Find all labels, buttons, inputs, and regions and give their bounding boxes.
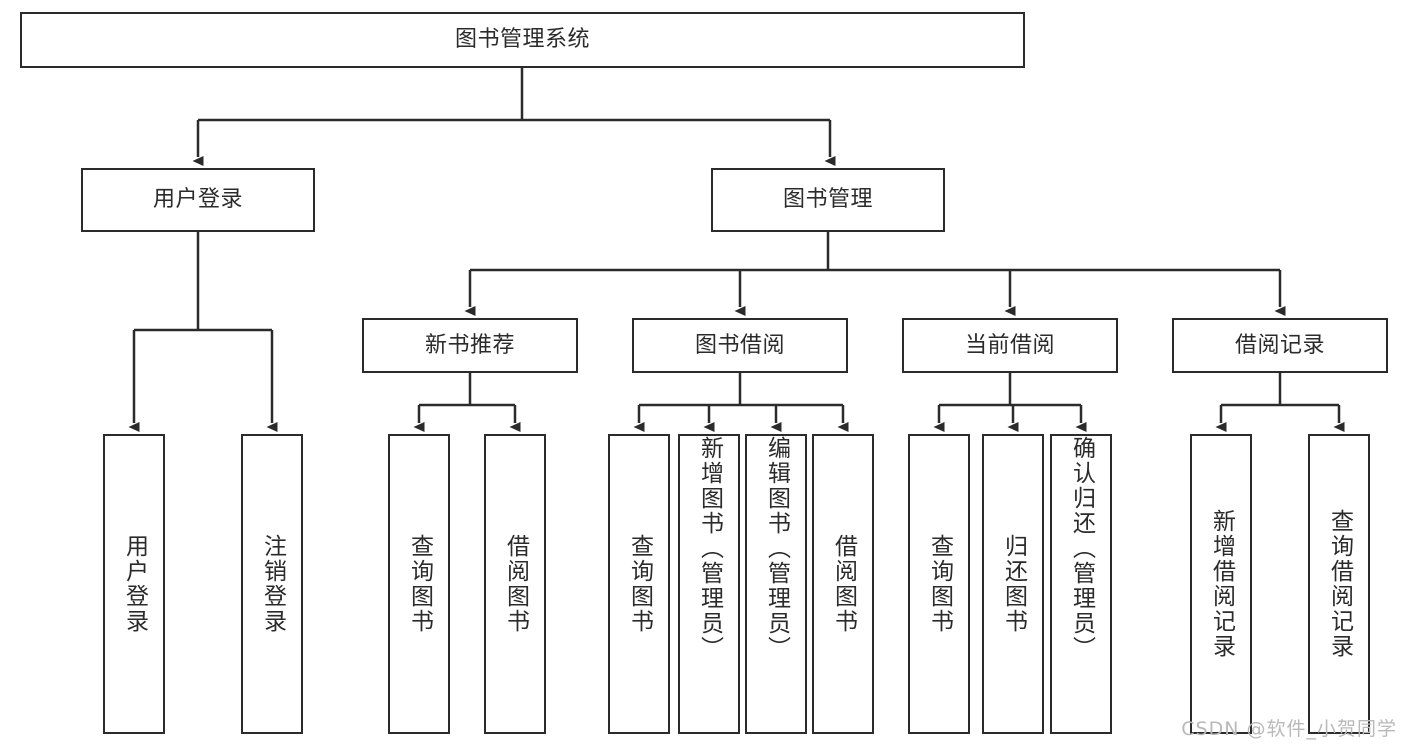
node-leaf-borrow-book-2[interactable]: 借阅图书 xyxy=(812,434,874,734)
node-leaf-query-book-3[interactable]: 查询图书 xyxy=(908,434,970,734)
node-user-login[interactable]: 用户登录 xyxy=(81,168,315,232)
node-leaf-confirm-return-admin[interactable]: 确认归还（管理员） xyxy=(1050,434,1112,734)
node-borrow-record-label: 借阅记录 xyxy=(1234,332,1325,358)
node-book-borrow[interactable]: 图书借阅 xyxy=(632,318,848,373)
node-root-label: 图书管理系统 xyxy=(454,27,590,53)
node-leaf-add-book-admin-label: 新增图书（管理员） xyxy=(696,436,723,661)
node-leaf-user-login[interactable]: 用户登录 xyxy=(103,434,165,734)
node-leaf-user-logout[interactable]: 注销登录 xyxy=(241,434,303,734)
node-leaf-add-borrow-record[interactable]: 新增借阅记录 xyxy=(1190,434,1252,734)
node-leaf-return-book-label: 归还图书 xyxy=(1000,534,1027,634)
node-current-borrow-label: 当前借阅 xyxy=(964,332,1055,358)
node-leaf-edit-book-admin[interactable]: 编辑图书（管理员） xyxy=(745,434,807,734)
node-leaf-borrow-book-1-label: 借阅图书 xyxy=(502,534,529,634)
node-book-management-label: 图书管理 xyxy=(782,187,873,213)
node-leaf-confirm-return-admin-label: 确认归还（管理员） xyxy=(1068,436,1095,661)
node-leaf-query-book-3-label: 查询图书 xyxy=(926,534,953,634)
node-leaf-user-login-label: 用户登录 xyxy=(121,534,148,634)
node-leaf-add-borrow-record-label: 新增借阅记录 xyxy=(1208,509,1235,659)
node-leaf-query-borrow-record-label: 查询借阅记录 xyxy=(1326,509,1353,659)
node-leaf-add-book-admin[interactable]: 新增图书（管理员） xyxy=(678,434,740,734)
node-leaf-query-borrow-record[interactable]: 查询借阅记录 xyxy=(1308,434,1370,734)
node-user-login-label: 用户登录 xyxy=(152,187,243,213)
node-borrow-record[interactable]: 借阅记录 xyxy=(1172,318,1388,373)
node-root[interactable]: 图书管理系统 xyxy=(20,12,1025,68)
node-leaf-query-book-1-label: 查询图书 xyxy=(406,534,433,634)
node-leaf-borrow-book-2-label: 借阅图书 xyxy=(830,534,857,634)
node-new-book-recommend[interactable]: 新书推荐 xyxy=(362,318,578,373)
node-leaf-query-book-1[interactable]: 查询图书 xyxy=(388,434,450,734)
node-current-borrow[interactable]: 当前借阅 xyxy=(902,318,1118,373)
node-leaf-edit-book-admin-label: 编辑图书（管理员） xyxy=(763,436,790,661)
node-leaf-user-logout-label: 注销登录 xyxy=(259,534,286,634)
node-leaf-borrow-book-1[interactable]: 借阅图书 xyxy=(484,434,546,734)
node-book-borrow-label: 图书借阅 xyxy=(694,332,785,358)
node-new-book-recommend-label: 新书推荐 xyxy=(424,332,515,358)
node-book-management[interactable]: 图书管理 xyxy=(711,168,945,232)
node-leaf-query-book-2[interactable]: 查询图书 xyxy=(608,434,670,734)
node-leaf-return-book[interactable]: 归还图书 xyxy=(982,434,1044,734)
node-leaf-query-book-2-label: 查询图书 xyxy=(626,534,653,634)
